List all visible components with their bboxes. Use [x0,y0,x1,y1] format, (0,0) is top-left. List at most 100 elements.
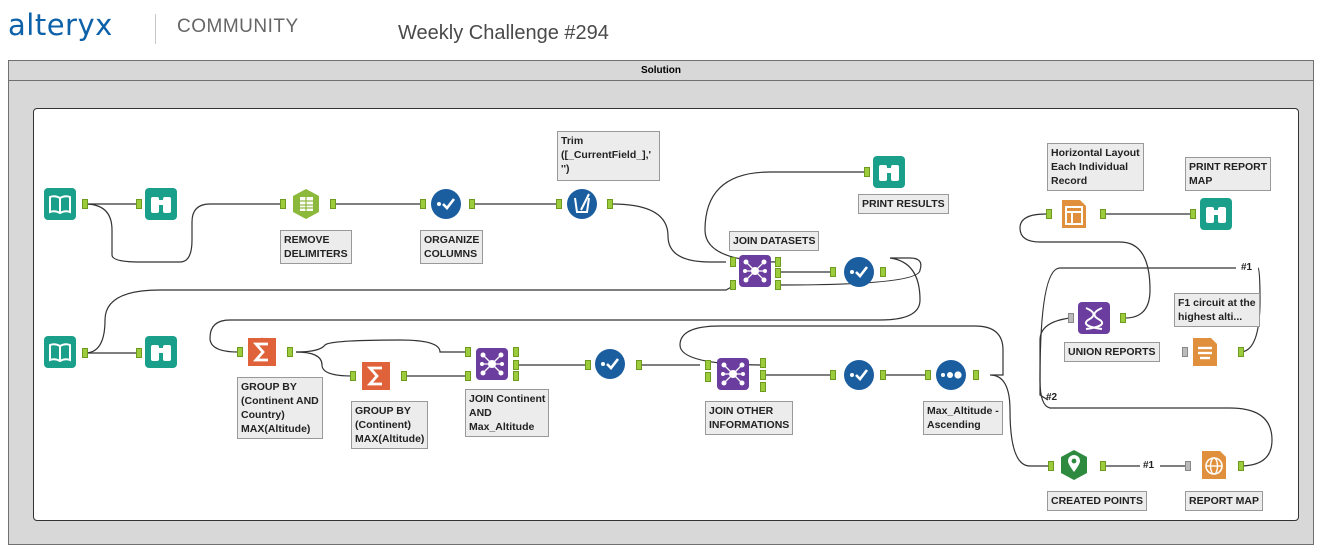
output-anchor[interactable] [513,347,519,357]
sort-icon[interactable] [935,359,967,391]
wire [611,203,726,263]
group-by-country-label: GROUP BY (Continent AND Country) MAX(Alt… [237,377,323,439]
map-pin-icon[interactable] [1058,449,1090,481]
union-icon[interactable] [1078,302,1110,334]
checkmark-icon[interactable] [843,256,875,288]
output-anchor[interactable] [401,371,407,381]
output-anchor[interactable] [1238,347,1244,357]
f1-circuit-label: F1 circuit at the highest alti... [1174,293,1260,327]
output-anchor[interactable] [82,348,88,358]
input-anchor[interactable] [350,371,356,381]
output-anchor[interactable] [82,199,88,209]
output-anchor[interactable] [880,267,886,277]
input-anchor[interactable] [1068,313,1074,323]
wire [704,171,866,263]
input-anchor[interactable] [585,360,591,370]
formula-icon[interactable] [566,188,598,220]
wire [679,325,1004,376]
connection-label: #2 [1046,392,1058,403]
input-anchor[interactable] [730,257,736,267]
wire [1019,213,1151,319]
book-icon[interactable] [44,188,76,220]
book-icon[interactable] [44,336,76,368]
wire [1039,267,1273,467]
wire [989,374,1048,467]
output-anchor[interactable] [1100,209,1106,219]
print-report-map-label: PRINT REPORT MAP [1185,157,1272,191]
output-anchor[interactable] [513,360,519,370]
alteryx-logo[interactable]: alteryx [8,8,113,42]
output-anchor[interactable] [760,382,766,392]
print-results-label: PRINT RESULTS [858,194,949,214]
output-anchor[interactable] [513,371,519,381]
input-anchor[interactable] [280,199,286,209]
input-anchor[interactable] [465,371,471,381]
input-anchor[interactable] [830,370,836,380]
binoculars-icon[interactable] [145,188,177,220]
input-anchor[interactable] [705,360,711,370]
wire [295,339,465,353]
container-title[interactable]: Solution [9,61,1313,81]
connection-label: #1 [1141,460,1157,471]
input-anchor[interactable] [1190,209,1196,219]
output-anchor[interactable] [607,199,613,209]
output-anchor[interactable] [880,370,886,380]
input-anchor[interactable] [705,372,711,382]
input-anchor[interactable] [465,347,471,357]
checkmark-icon[interactable] [843,359,875,391]
group-by-continent-label: GROUP BY (Continent) MAX(Altitude) [351,401,429,449]
output-anchor[interactable] [973,370,979,380]
community-label[interactable]: COMMUNITY [177,16,299,37]
input-anchor[interactable] [864,167,870,177]
output-anchor[interactable] [1120,313,1126,323]
horizontal-layout-label: Horizontal Layout Each Individual Record [1047,143,1144,191]
input-anchor[interactable] [925,370,931,380]
checkmark-icon[interactable] [594,348,626,380]
table-columns-icon[interactable] [290,188,322,220]
output-anchor[interactable] [760,370,766,380]
input-anchor[interactable] [136,199,142,209]
output-anchor[interactable] [636,360,642,370]
output-anchor[interactable] [775,257,781,267]
output-anchor[interactable] [775,280,781,290]
sigma-icon[interactable] [360,360,392,392]
created-points-label: CREATED POINTS [1047,491,1147,511]
sigma-icon[interactable] [246,336,278,368]
text-icon[interactable] [1189,336,1221,368]
join-icon[interactable] [476,348,508,380]
input-anchor[interactable] [136,348,142,358]
binoculars-icon[interactable] [1200,198,1232,230]
output-anchor[interactable] [287,347,293,357]
input-anchor[interactable] [730,280,736,290]
app-header: alteryx COMMUNITY Weekly Challenge #294 [0,0,1322,58]
globe-icon[interactable] [1198,449,1230,481]
checkmark-icon[interactable] [430,188,462,220]
union-reports-label: UNION REPORTS [1064,342,1160,362]
output-anchor[interactable] [760,358,766,368]
output-anchor[interactable] [1100,461,1106,471]
binoculars-icon[interactable] [145,336,177,368]
layout-icon[interactable] [1058,198,1090,230]
output-anchor[interactable] [775,268,781,278]
output-anchor[interactable] [330,199,336,209]
output-anchor[interactable] [1238,461,1244,471]
remove-delimiters-label: REMOVE DELIMITERS [280,230,352,264]
input-anchor[interactable] [1046,209,1052,219]
input-anchor[interactable] [1048,461,1054,471]
output-anchor[interactable] [469,199,475,209]
join-icon[interactable] [717,358,749,390]
input-anchor[interactable] [830,267,836,277]
input-anchor[interactable] [1182,347,1188,357]
input-anchor[interactable] [420,199,426,209]
binoculars-icon[interactable] [873,156,905,188]
input-anchor[interactable] [556,199,562,209]
wire [295,351,353,377]
max-altitude-label: Max_Altitude - Ascending [923,401,1003,435]
page-title: Weekly Challenge #294 [398,22,609,44]
join-icon[interactable] [739,255,771,287]
input-anchor[interactable] [1185,461,1191,471]
connection-label: #1 [1241,262,1253,273]
wire [84,284,736,354]
input-anchor[interactable] [237,347,243,357]
